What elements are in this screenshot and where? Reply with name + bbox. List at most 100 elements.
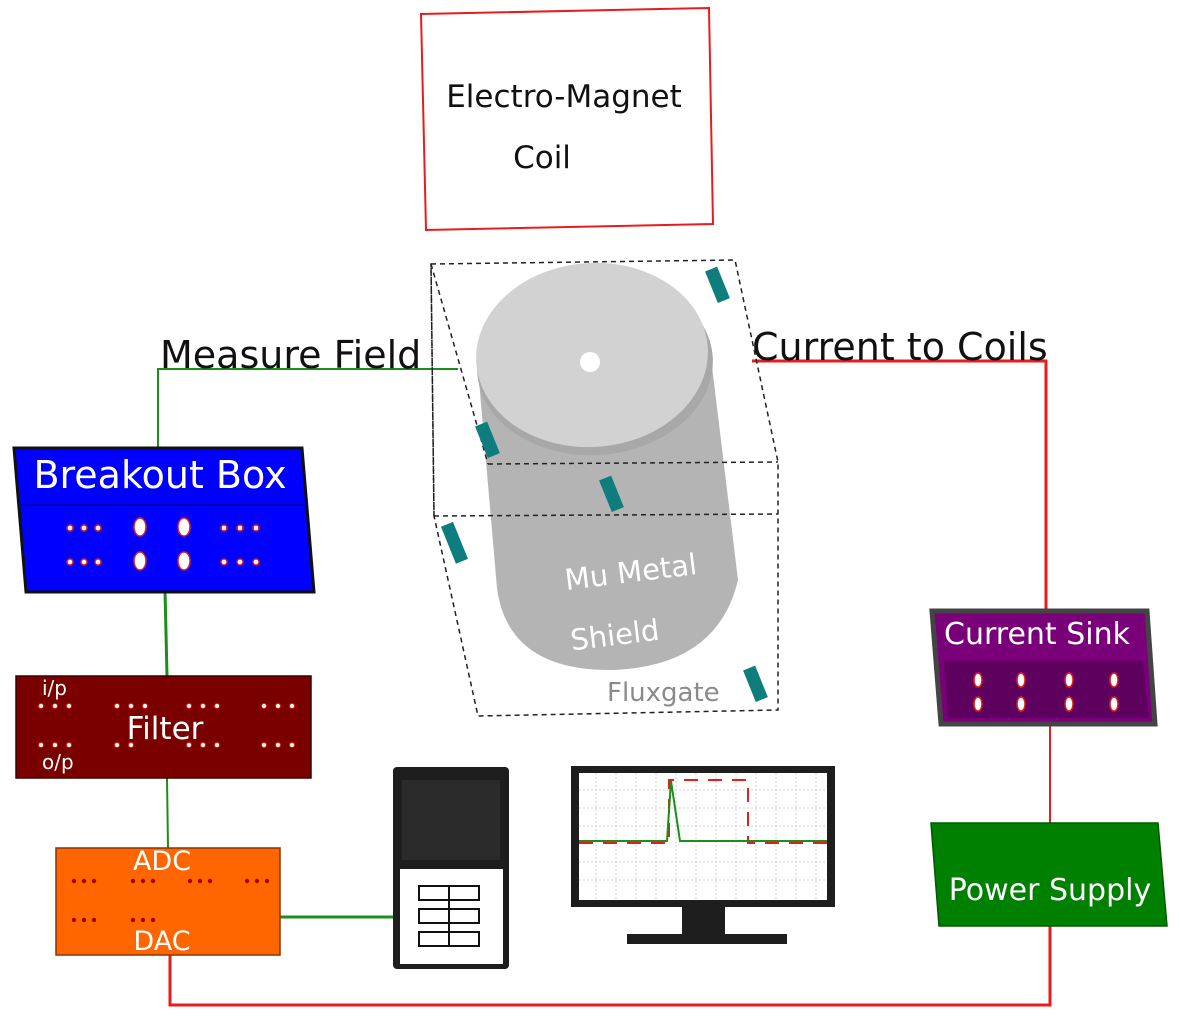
power-supply-title: Power Supply xyxy=(949,873,1151,908)
dac-pin xyxy=(130,917,136,923)
breakout-pin xyxy=(177,517,191,537)
adc-pin xyxy=(71,878,77,884)
filter-input-label: i/p xyxy=(42,676,67,700)
mu-metal-shield: Mu Metal Shield xyxy=(476,262,738,671)
filter-pin xyxy=(114,703,120,709)
dac-pin xyxy=(91,917,97,923)
measure-field-wire xyxy=(157,368,458,448)
filter-pin xyxy=(289,742,295,748)
filter-pin xyxy=(128,742,134,748)
monitor-grid xyxy=(579,773,827,900)
breakout-pin xyxy=(236,524,244,532)
breakout-pin xyxy=(66,558,74,566)
adc-pin xyxy=(244,878,250,884)
controller-screen xyxy=(402,780,500,860)
filter-pin xyxy=(114,742,120,748)
breakout-pin xyxy=(80,558,88,566)
adc-pin xyxy=(81,878,87,884)
sink-pin xyxy=(1109,696,1119,712)
measure-field-label: Measure Field xyxy=(160,333,421,377)
adc-pin xyxy=(187,878,193,884)
controller-device-icon xyxy=(393,767,509,969)
adc-dac-box: ADC DAC xyxy=(55,846,281,957)
filter-pin xyxy=(275,703,281,709)
current-to-coils-wire xyxy=(752,359,1048,612)
adc-dac-body xyxy=(55,847,281,956)
current-to-coils-label: Current to Coils xyxy=(752,325,1048,369)
power-supply-body xyxy=(930,822,1168,927)
coil-box xyxy=(419,6,715,232)
filter-pin xyxy=(261,703,267,709)
breakout-pin xyxy=(236,558,244,566)
breakout-pin xyxy=(66,524,74,532)
sink-pin xyxy=(1064,696,1074,712)
sink-pin xyxy=(1064,672,1074,688)
breakout-pin xyxy=(220,558,228,566)
dac-label: DAC xyxy=(133,926,190,957)
current-sink-title: Current Sink xyxy=(944,617,1131,652)
filter-pin xyxy=(38,742,44,748)
dac-pin xyxy=(71,917,77,923)
filter-pin xyxy=(52,742,58,748)
sink-pin xyxy=(973,672,983,688)
adc-pin xyxy=(207,878,213,884)
filter-pin xyxy=(214,742,220,748)
filter-pin xyxy=(52,703,58,709)
adc-pin xyxy=(130,878,136,884)
filter-pin xyxy=(261,742,267,748)
breakout-pin xyxy=(252,558,260,566)
fluxgate-sensor-icon xyxy=(599,475,624,513)
filter-box: i/p o/p Filter xyxy=(15,675,312,779)
fluxgate-sensor-icon xyxy=(743,665,768,703)
filter-to-adc-wire xyxy=(166,777,169,849)
breakout-pin xyxy=(220,524,228,532)
current-sink-pins xyxy=(973,672,1119,712)
fluxgate-edge-4 xyxy=(430,263,435,517)
sink-pin xyxy=(1109,672,1119,688)
filter-output-label: o/p xyxy=(42,750,74,774)
power-supply-box: Power Supply xyxy=(930,822,1168,927)
coil-label-line2: Coil xyxy=(513,140,571,176)
breakout-pins xyxy=(66,517,260,571)
shield-hole xyxy=(580,352,600,372)
filter-pin xyxy=(186,742,192,748)
wires xyxy=(157,359,1052,1007)
dac-pin xyxy=(150,917,156,923)
filter-pins xyxy=(38,703,295,748)
breakout-pin xyxy=(252,524,260,532)
filter-pin xyxy=(66,742,72,748)
breakout-pin xyxy=(133,517,147,537)
breakout-pin xyxy=(94,524,102,532)
breakout-to-filter-wire xyxy=(163,589,169,677)
filter-pin xyxy=(186,703,192,709)
breakout-box: Breakout Box xyxy=(12,446,316,594)
breakout-pin xyxy=(177,551,191,571)
sink-pin xyxy=(1016,672,1026,688)
filter-pin xyxy=(200,742,206,748)
filter-pin xyxy=(200,703,206,709)
monitor-icon xyxy=(571,766,835,944)
electromagnet-coil: Electro-Magnet Coil xyxy=(419,6,715,232)
dac-pin xyxy=(81,917,87,923)
controller-slots xyxy=(418,885,480,947)
fluxgate-sensor-icon xyxy=(475,421,500,459)
monitor-green-trace xyxy=(579,780,827,842)
current-sink-box: Current Sink xyxy=(929,608,1158,727)
breakout-pin xyxy=(94,558,102,566)
filter-pin xyxy=(214,703,220,709)
breakout-box-body xyxy=(12,446,316,594)
adc-pin xyxy=(264,878,270,884)
sink-pin xyxy=(1016,696,1026,712)
adc-pin xyxy=(91,878,97,884)
dac-pin xyxy=(140,917,146,923)
adc-pin xyxy=(150,878,156,884)
fluxgate-edge-2 xyxy=(487,461,779,465)
coil-label-line1: Electro-Magnet xyxy=(446,79,682,115)
filter-pin xyxy=(275,742,281,748)
filter-pin xyxy=(142,703,148,709)
adc-pin xyxy=(197,878,203,884)
breakout-pin xyxy=(133,551,147,571)
filter-title: Filter xyxy=(127,711,204,747)
breakout-pin xyxy=(80,524,88,532)
dac-return-wire xyxy=(168,925,1052,1007)
